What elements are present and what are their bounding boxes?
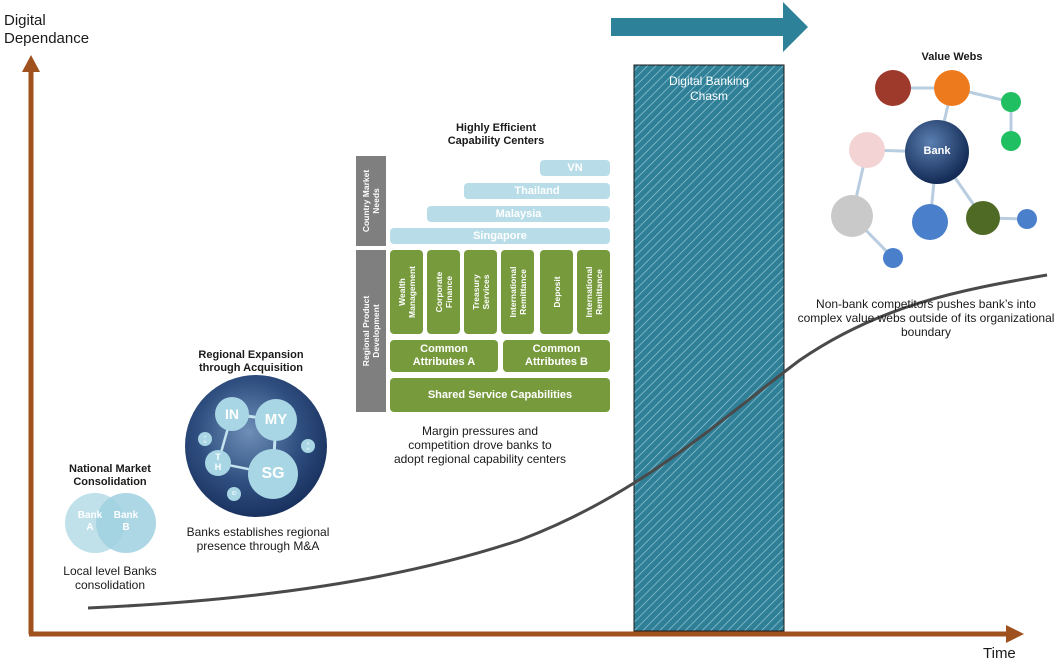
- y-axis: [22, 55, 40, 634]
- common-attributes-b: Common Attributes B: [503, 340, 610, 372]
- node-th: T H: [214, 452, 222, 472]
- shared-service-capabilities: Shared Service Capabilities: [390, 378, 610, 412]
- value-webs-title: Value Webs: [921, 51, 983, 63]
- regional-caption: Banks establishes regional presence thro…: [186, 525, 330, 553]
- national-caption: Local level Banks consolidation: [63, 564, 157, 592]
- bank-a-label: Bank A: [77, 510, 103, 533]
- bank-merger-circles: [65, 493, 156, 553]
- country-bar-malaysia: Malaysia: [427, 206, 610, 222]
- product-deposit: Deposit: [540, 250, 573, 334]
- x-axis: [29, 625, 1024, 643]
- progress-arrow: [611, 2, 808, 52]
- chasm-title: Digital Banking Chasm: [668, 74, 750, 103]
- product-international-remittance-b: International Remittance: [577, 250, 610, 334]
- growth-curve: [87, 273, 1048, 610]
- country-bar-thailand: Thailand: [464, 183, 610, 199]
- bank-b-label: Bank B: [113, 510, 139, 533]
- capability-title: Highly Efficient Capability Centers: [447, 122, 545, 147]
- node-ph: P H: [306, 441, 310, 451]
- regional-network-globe: [185, 375, 327, 517]
- capability-caption: Margin pressures and competition drove b…: [393, 424, 567, 466]
- x-axis-label: Time: [983, 645, 1016, 662]
- country-bar-vn: VN: [540, 160, 610, 176]
- value-webs-caption: Non-bank competitors pushes bank’s into …: [797, 297, 1055, 339]
- national-title: National Market Consolidation: [69, 463, 151, 488]
- node-id: ID: [231, 491, 237, 497]
- product-treasury-services: Treasury Services: [464, 250, 497, 334]
- product-international-remittance-a: International Remittance: [501, 250, 534, 334]
- product-corporate-finance: Corporate Finance: [427, 250, 460, 334]
- node-in: IN: [225, 406, 239, 422]
- country-bar-singapore: Singapore: [390, 228, 610, 244]
- node-vn: V N: [203, 434, 207, 444]
- node-my: MY: [264, 411, 288, 428]
- digital-banking-chasm: [633, 64, 785, 632]
- country-needs-label: Country Market Needs: [356, 156, 386, 246]
- y-axis-label: Digital Dependance: [4, 12, 90, 47]
- bank-node-label: Bank: [923, 145, 951, 157]
- product-wealth-management: Wealth Management: [390, 250, 423, 334]
- regional-development-label: Regional Product Development: [356, 250, 386, 412]
- node-sg: SG: [261, 465, 285, 482]
- regional-title: Regional Expansion through Acquisition: [198, 349, 304, 374]
- value-web-nodes: [831, 70, 1037, 268]
- common-attributes-a: Common Attributes A: [390, 340, 498, 372]
